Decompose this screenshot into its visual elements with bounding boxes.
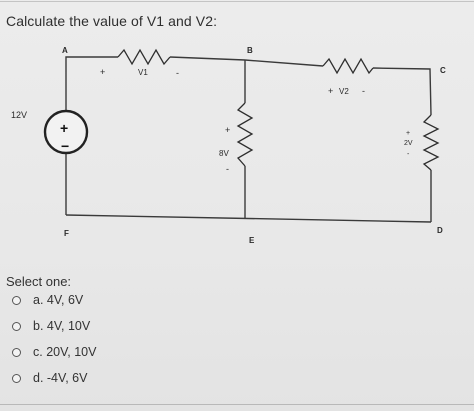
node-f-label: F — [64, 229, 69, 238]
resistor-v1 — [117, 48, 171, 66]
option-c-radio[interactable] — [12, 347, 21, 357]
resistor-v2 — [322, 57, 374, 75]
source-voltage-label: 12V — [11, 110, 27, 120]
v1-plus-sign: + — [100, 67, 105, 77]
r-right-plus-sign: + — [406, 130, 410, 137]
option-a-label[interactable]: a. 4V, 6V — [33, 293, 84, 307]
option-a-radio[interactable] — [12, 295, 21, 305]
wire-top-right — [244, 59, 324, 67]
v1-label: V1 — [138, 68, 148, 77]
v2-plus-sign: + — [328, 86, 333, 96]
v2-label: V2 — [339, 87, 349, 96]
option-b[interactable]: b. 4V, 10V — [12, 318, 90, 334]
resistor-right — [422, 114, 440, 171]
node-d-label: D — [437, 226, 443, 235]
r-right-value-label: 2V — [404, 140, 413, 147]
wire-bottom — [65, 214, 432, 223]
node-a-label: A — [62, 46, 68, 55]
resistor-middle — [236, 102, 254, 167]
option-d[interactable]: d. -4V, 6V — [12, 370, 87, 386]
wire-top-left — [65, 56, 118, 72]
r-middle-plus-sign: + — [225, 125, 230, 135]
bottom-divider — [0, 404, 474, 405]
r-middle-value-label: 8V — [219, 149, 229, 158]
question-text: Calculate the value of V1 and V2: — [6, 13, 218, 29]
option-d-radio[interactable] — [12, 373, 21, 383]
v1-minus-sign: - — [176, 68, 179, 78]
wire-top-end — [372, 67, 432, 116]
option-a[interactable]: a. 4V, 6V — [12, 292, 83, 308]
node-c-label: C — [440, 66, 446, 75]
top-divider — [0, 1, 474, 2]
source-minus-sign: − — [61, 138, 69, 154]
option-b-label[interactable]: b. 4V, 10V — [33, 319, 91, 333]
r-middle-minus-sign: - — [226, 164, 229, 174]
source-plus-sign: + — [60, 120, 68, 136]
node-e-label: E — [249, 236, 255, 245]
option-b-radio[interactable] — [12, 321, 21, 331]
option-c[interactable]: c. 20V, 10V — [12, 344, 96, 360]
option-c-label[interactable]: c. 20V, 10V — [33, 345, 97, 359]
voltage-source — [43, 109, 89, 155]
v2-minus-sign: - — [362, 86, 365, 96]
select-one-label: Select one: — [6, 274, 72, 289]
option-d-label[interactable]: d. -4V, 6V — [33, 371, 88, 385]
circuit-diagram: + − 12V A B C D E F + V1 - + V2 - + 8V -… — [11, 46, 446, 245]
r-right-minus-sign: - — [407, 151, 410, 158]
node-b-label: B — [247, 46, 253, 55]
wire-top-middle — [169, 56, 246, 61]
